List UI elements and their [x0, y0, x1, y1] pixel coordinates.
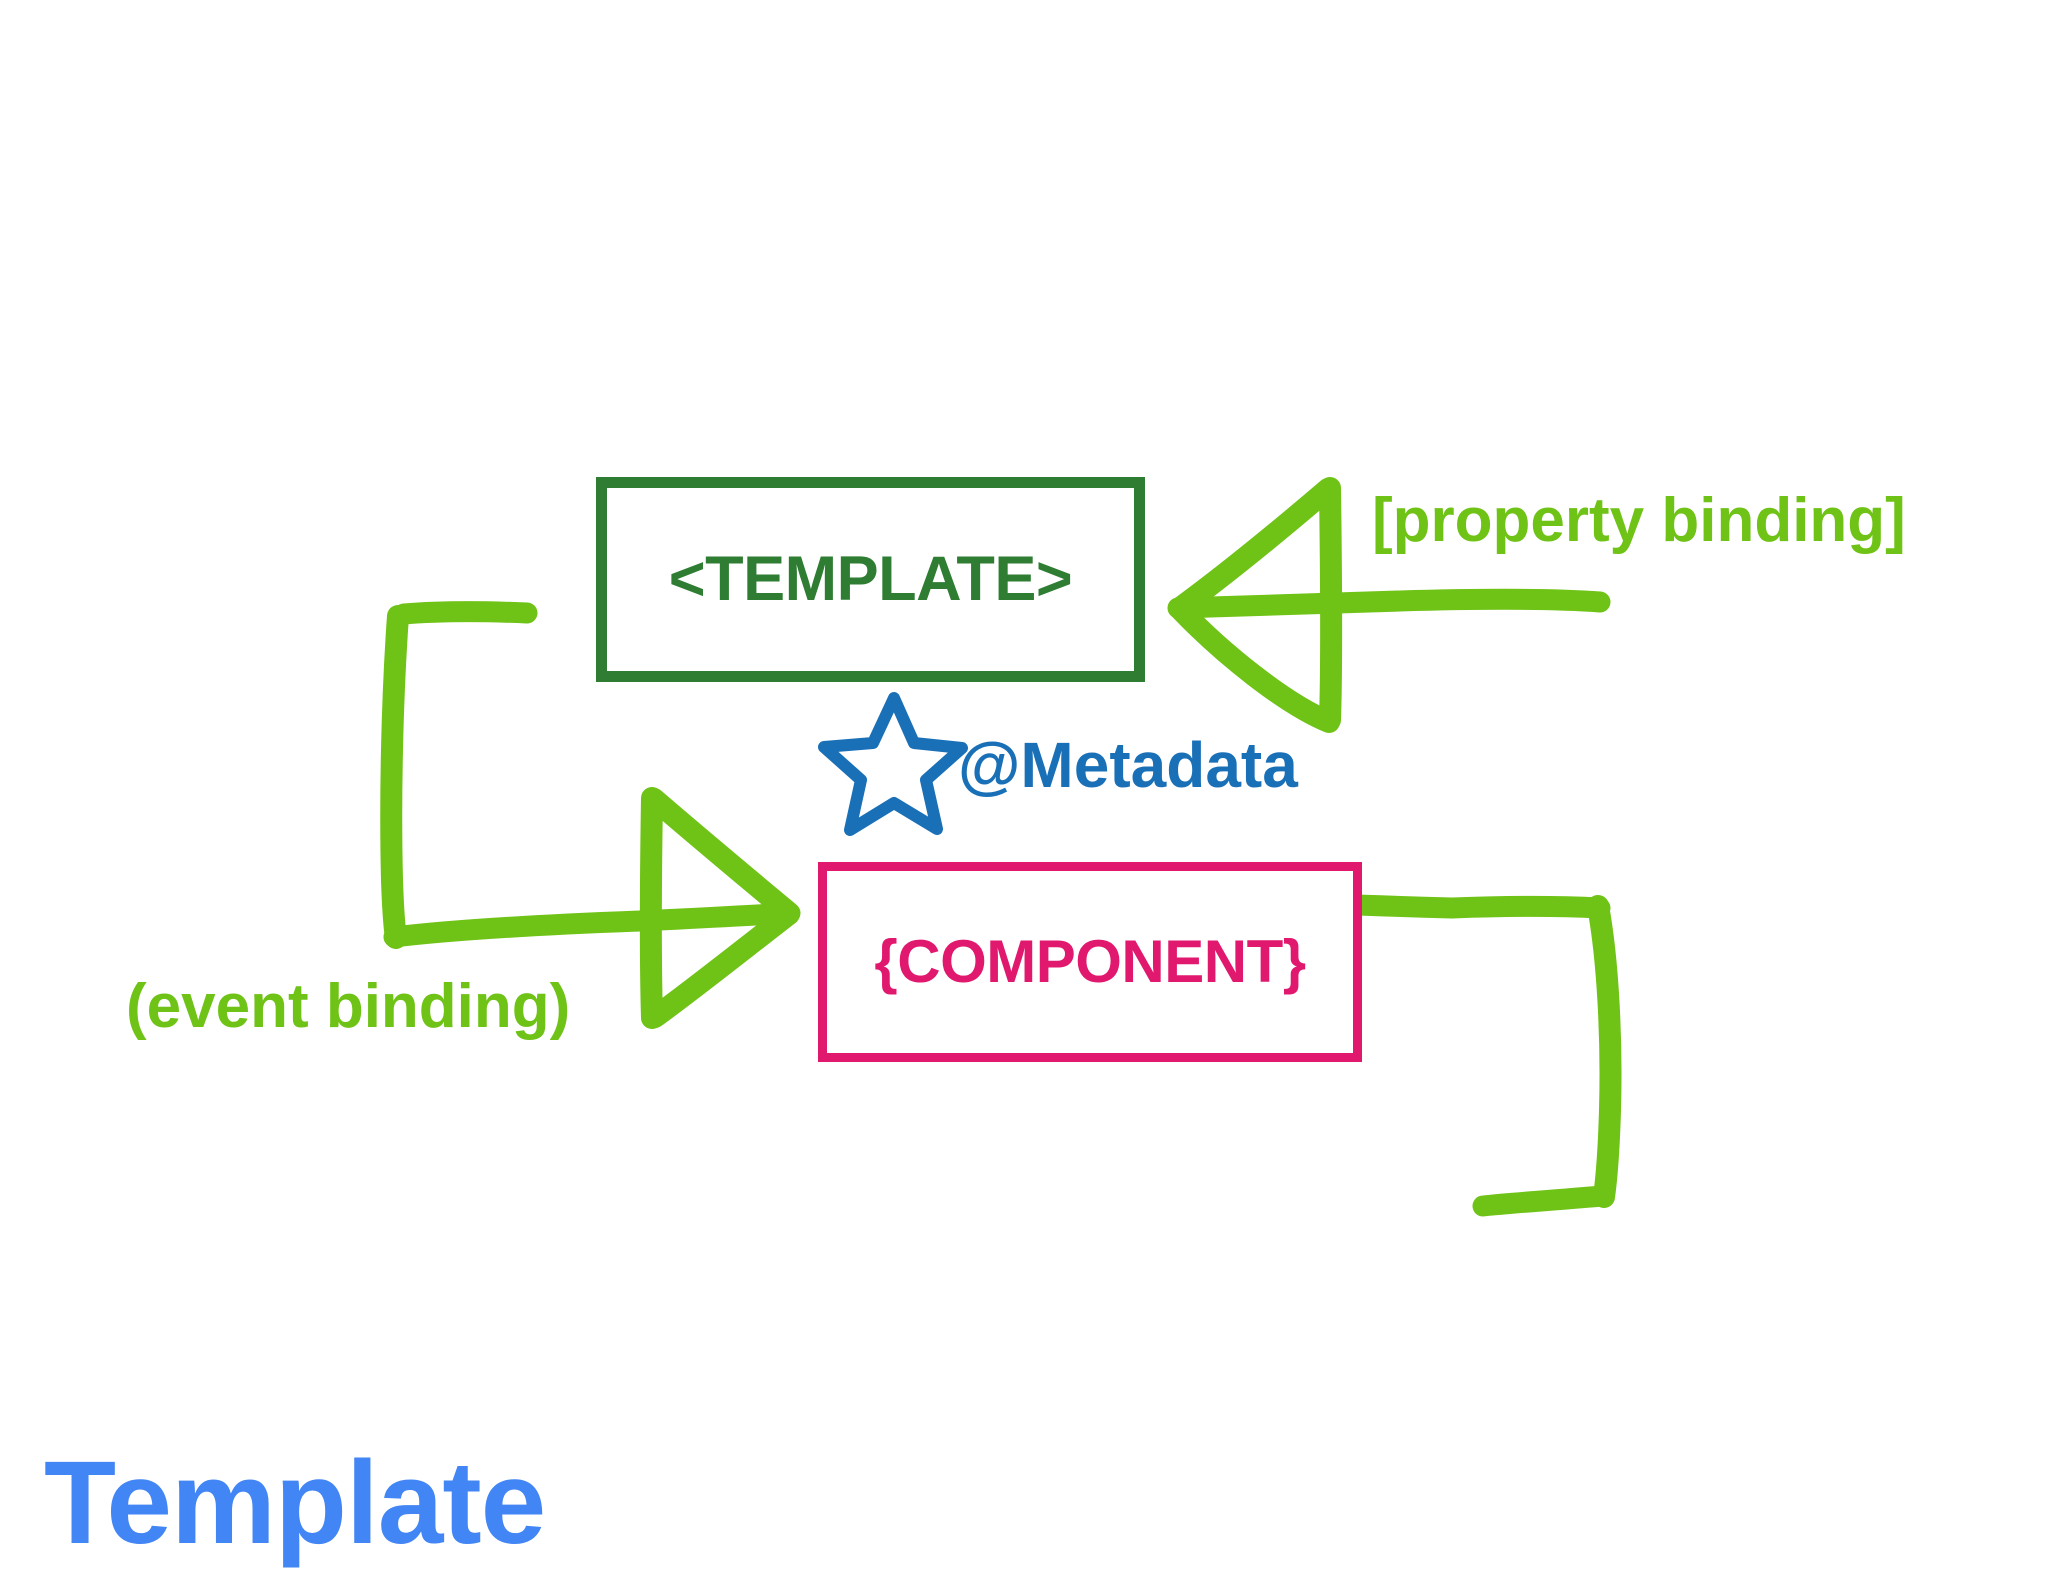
component-node: {COMPONENT} — [818, 862, 1362, 1062]
star-icon — [818, 692, 968, 836]
metadata-label: @Metadata — [958, 729, 1298, 801]
event-binding-label: (event binding) — [126, 972, 571, 1041]
slide-canvas: <TEMPLATE> {COMPONENT} @Metadata [proper… — [44, 477, 1906, 1570]
event-binding-arrow — [380, 601, 801, 1029]
property-binding-label: [property binding] — [1372, 486, 1906, 555]
page-title: Template — [44, 1437, 546, 1570]
binding-arrows-layer — [380, 477, 1622, 1217]
component-node-label: {COMPONENT} — [874, 928, 1306, 995]
property-binding-arrow — [1147, 477, 1622, 1217]
template-node: <TEMPLATE> — [596, 477, 1145, 682]
template-node-label: <TEMPLATE> — [668, 544, 1073, 614]
